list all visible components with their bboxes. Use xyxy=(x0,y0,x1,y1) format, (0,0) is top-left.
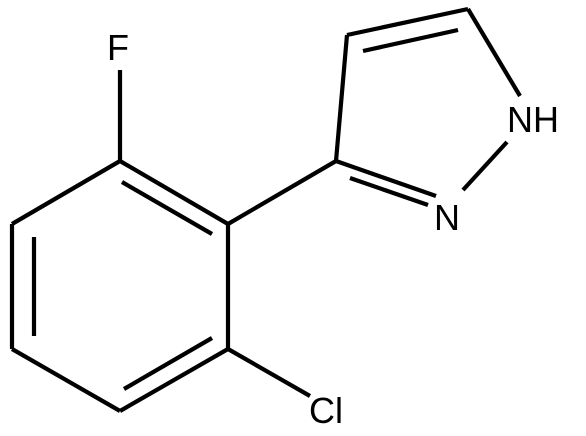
bond-c3-n2-inner xyxy=(349,176,429,207)
bond-c3-n2 xyxy=(335,159,437,198)
atom-label-pyrazole-n: N xyxy=(434,197,460,238)
bond-c4-c5 xyxy=(10,347,122,413)
bond-n2-n1 xyxy=(461,140,509,192)
bond-c1-pyrazole xyxy=(226,159,338,226)
bond-c2-c3 xyxy=(10,159,122,226)
atom-label-fluorine: F xyxy=(107,27,129,68)
bond-c5-c6-inner xyxy=(122,336,214,391)
bond-c4-c3 xyxy=(333,34,350,162)
bond-n1-c5 xyxy=(466,7,522,98)
benzene-ring xyxy=(9,159,231,413)
bond-c5-c4 xyxy=(346,6,469,38)
bond-c6-chlorine xyxy=(226,347,312,398)
bond-c5-c6 xyxy=(118,347,230,413)
atom-label-pyrazole-nh: NH xyxy=(507,99,559,140)
bond-c1-c2-inner xyxy=(120,180,214,236)
bond-c5-c4-inner xyxy=(362,27,459,54)
pyrazole-ring xyxy=(333,6,522,207)
bond-c1-c2 xyxy=(118,159,230,226)
atom-label-chlorine: Cl xyxy=(309,390,343,431)
